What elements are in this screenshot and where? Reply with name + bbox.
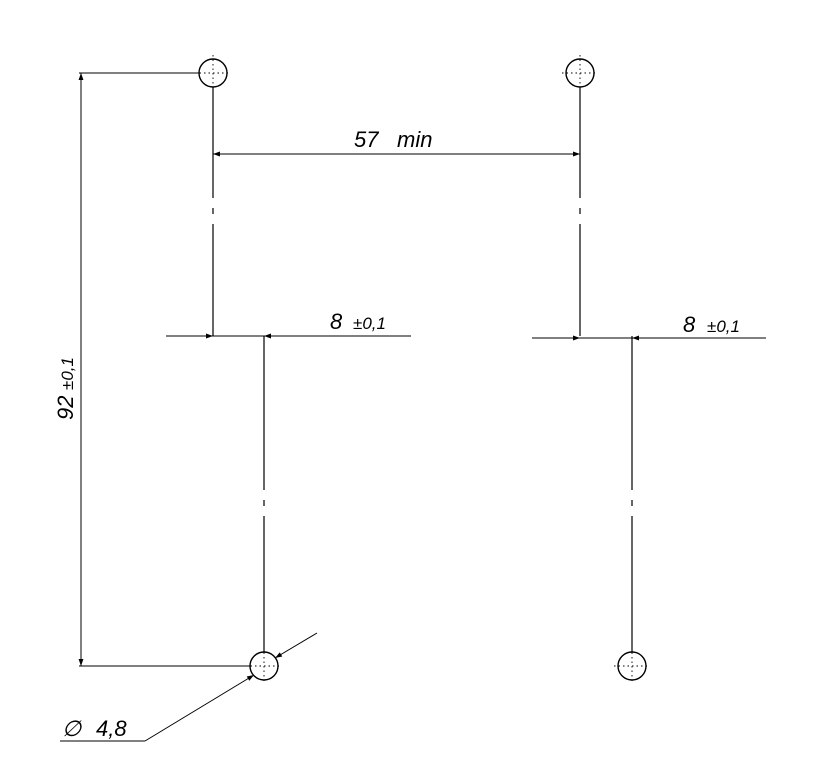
axis-lines: [212, 87, 633, 652]
dimension-diameter: ∅ 4,8: [60, 632, 318, 742]
dimension-height-value: 92: [53, 396, 78, 420]
dimension-offset-right: 8 ±0,1: [532, 312, 766, 341]
dimension-span: 57 min: [213, 127, 580, 157]
hole-top-right: [562, 55, 598, 91]
dimension-diameter-value: 4,8: [96, 716, 127, 741]
hole-bottom-right: [614, 648, 650, 684]
dimension-offset-left-tolerance: ±0,1: [353, 314, 386, 333]
dimension-offset-left-value: 8: [330, 309, 343, 334]
diameter-symbol: ∅: [62, 716, 82, 741]
dimension-height: 92 ±0,1: [53, 72, 250, 667]
hole-bottom-left: [246, 648, 282, 684]
dimension-offset-right-tolerance: ±0,1: [707, 317, 740, 336]
hole-top-left: [195, 55, 231, 91]
dimension-offset-left: 8 ±0,1: [166, 309, 411, 339]
dimension-offset-right-value: 8: [683, 312, 696, 337]
dimension-span-suffix: min: [397, 127, 432, 152]
dimension-height-tolerance: ±0,1: [58, 357, 77, 390]
dimension-span-value: 57: [354, 127, 379, 152]
